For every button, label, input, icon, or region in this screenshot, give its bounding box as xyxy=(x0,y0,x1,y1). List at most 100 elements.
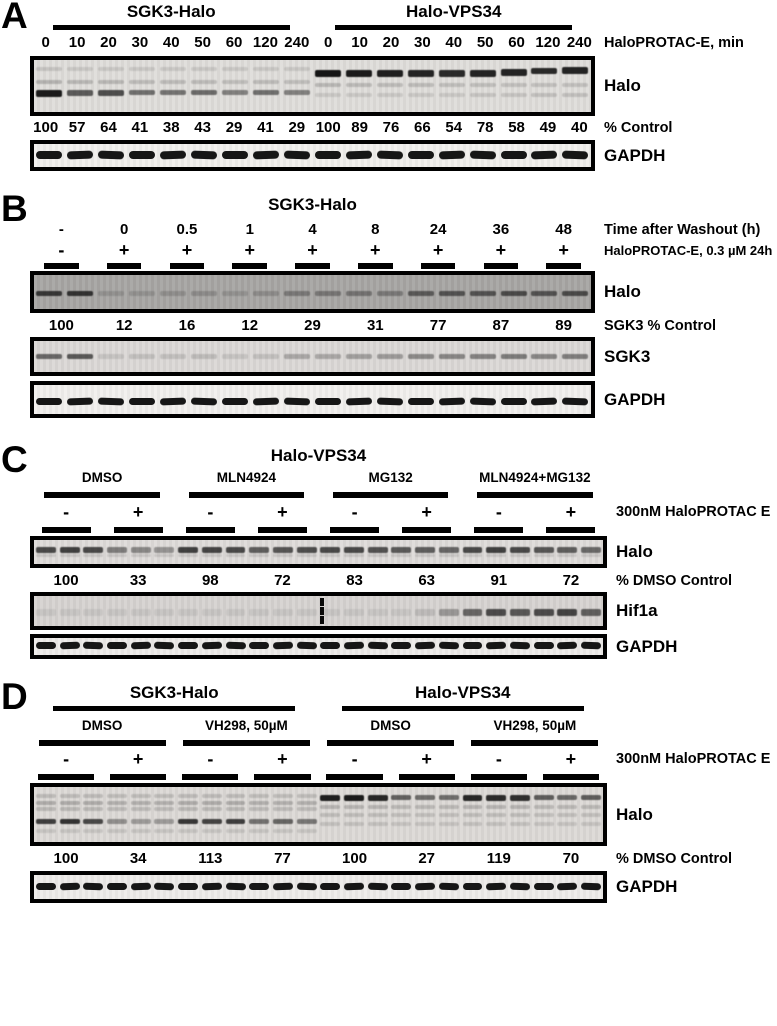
protein-band xyxy=(376,93,403,98)
blot-lane xyxy=(189,341,220,372)
underline-bar xyxy=(402,527,452,533)
time-label: 40 xyxy=(162,34,180,51)
protein-band xyxy=(500,398,527,406)
gapdh-blot xyxy=(30,634,607,659)
blot-lane xyxy=(200,638,224,655)
underline-bar xyxy=(37,774,95,780)
blot-lane xyxy=(560,144,591,167)
lane-group-bar-cell xyxy=(30,527,102,533)
percent-value: 54 xyxy=(445,119,463,136)
lane-group-bar-cell xyxy=(30,263,93,269)
blot-lane xyxy=(247,596,271,626)
blot-lane xyxy=(129,875,153,899)
protein-band xyxy=(407,150,434,159)
blot-label-halo: Halo xyxy=(604,76,641,95)
blot-lane xyxy=(579,875,603,899)
protein-band xyxy=(272,641,293,650)
protein-band xyxy=(376,150,403,160)
percent-value: 33 xyxy=(129,572,147,589)
protein-band xyxy=(314,70,341,78)
protac-plusminus: - xyxy=(207,502,214,522)
protein-band xyxy=(500,150,527,159)
blot-lane xyxy=(295,638,319,655)
protein-band xyxy=(191,79,218,84)
protein-band xyxy=(225,828,246,833)
blot-lane xyxy=(153,596,177,626)
blot-lane xyxy=(220,275,251,309)
blot-lane xyxy=(176,875,200,899)
percent-control-label: % Control xyxy=(604,119,673,136)
blot-lane xyxy=(200,596,224,626)
blot-lane xyxy=(34,341,65,372)
protein-band xyxy=(407,354,434,360)
protein-band xyxy=(83,806,104,811)
blot-lane xyxy=(532,596,556,626)
blot-lane xyxy=(129,638,153,655)
protein-band xyxy=(178,642,199,650)
protein-band xyxy=(160,79,187,84)
blot-lane xyxy=(105,638,129,655)
protein-band xyxy=(462,805,483,810)
protein-band xyxy=(415,805,436,810)
blot-lane xyxy=(247,787,271,842)
blot-lane xyxy=(127,275,158,309)
blot-lane xyxy=(58,540,82,564)
underline-bar xyxy=(398,774,455,780)
blot-lane xyxy=(189,60,220,112)
blot-lane xyxy=(295,540,319,564)
protein-band xyxy=(160,150,187,160)
blot-lane xyxy=(366,638,390,655)
panel-b-title-row: SGK3-Halo xyxy=(30,195,777,215)
time-label: 30 xyxy=(414,34,431,51)
protac-plusminus: + xyxy=(277,502,288,522)
blot-lane xyxy=(413,596,437,626)
panel-c-letter: C xyxy=(1,439,28,480)
protein-band xyxy=(415,608,436,616)
blot-lane xyxy=(129,540,153,564)
time-axis-label: HaloPROTAC-E, min xyxy=(604,34,744,51)
washout-axis-label: Time after Washout (h) xyxy=(604,221,761,238)
blot-lane xyxy=(343,385,374,414)
protein-band xyxy=(107,818,127,824)
blot-lane xyxy=(220,341,251,372)
protein-band xyxy=(59,793,80,798)
protein-band xyxy=(36,291,63,297)
blot-lane xyxy=(366,875,390,899)
protac-plusminus: - xyxy=(495,502,502,522)
blot-lane xyxy=(58,596,82,626)
percent-value: 100 xyxy=(48,317,74,334)
protein-band xyxy=(272,793,293,798)
blot-lane xyxy=(251,60,282,112)
blot-lane xyxy=(312,275,343,309)
treatment-label: MLN4924+MG132 xyxy=(479,470,591,485)
protein-band xyxy=(581,608,601,616)
protein-band xyxy=(562,150,589,160)
blot-lane xyxy=(484,787,508,842)
blot-lane xyxy=(176,787,200,842)
protac-plusminus: - xyxy=(351,502,358,522)
blot-lane xyxy=(158,275,189,309)
protein-band xyxy=(201,547,222,554)
protein-band xyxy=(225,608,246,616)
blot-lane xyxy=(295,596,319,626)
time-label: 40 xyxy=(445,34,463,51)
blot-lane xyxy=(342,787,366,842)
underline-bar xyxy=(546,527,596,533)
protein-band xyxy=(201,553,222,557)
protein-band xyxy=(36,67,63,72)
panel-c-title: Halo-VPS34 xyxy=(270,446,367,465)
panel-c-halo-blot-row: Halo xyxy=(30,536,777,568)
protein-band xyxy=(83,793,104,798)
protein-band xyxy=(509,641,530,650)
blot-lane xyxy=(34,638,58,655)
protein-band xyxy=(35,642,56,650)
blot-lane xyxy=(529,144,560,167)
protein-band xyxy=(367,805,388,810)
blot-lane xyxy=(312,60,343,112)
blot-lane xyxy=(555,540,579,564)
blot-lane xyxy=(374,144,405,167)
blot-lane xyxy=(467,341,498,372)
blot-lane xyxy=(200,540,224,564)
